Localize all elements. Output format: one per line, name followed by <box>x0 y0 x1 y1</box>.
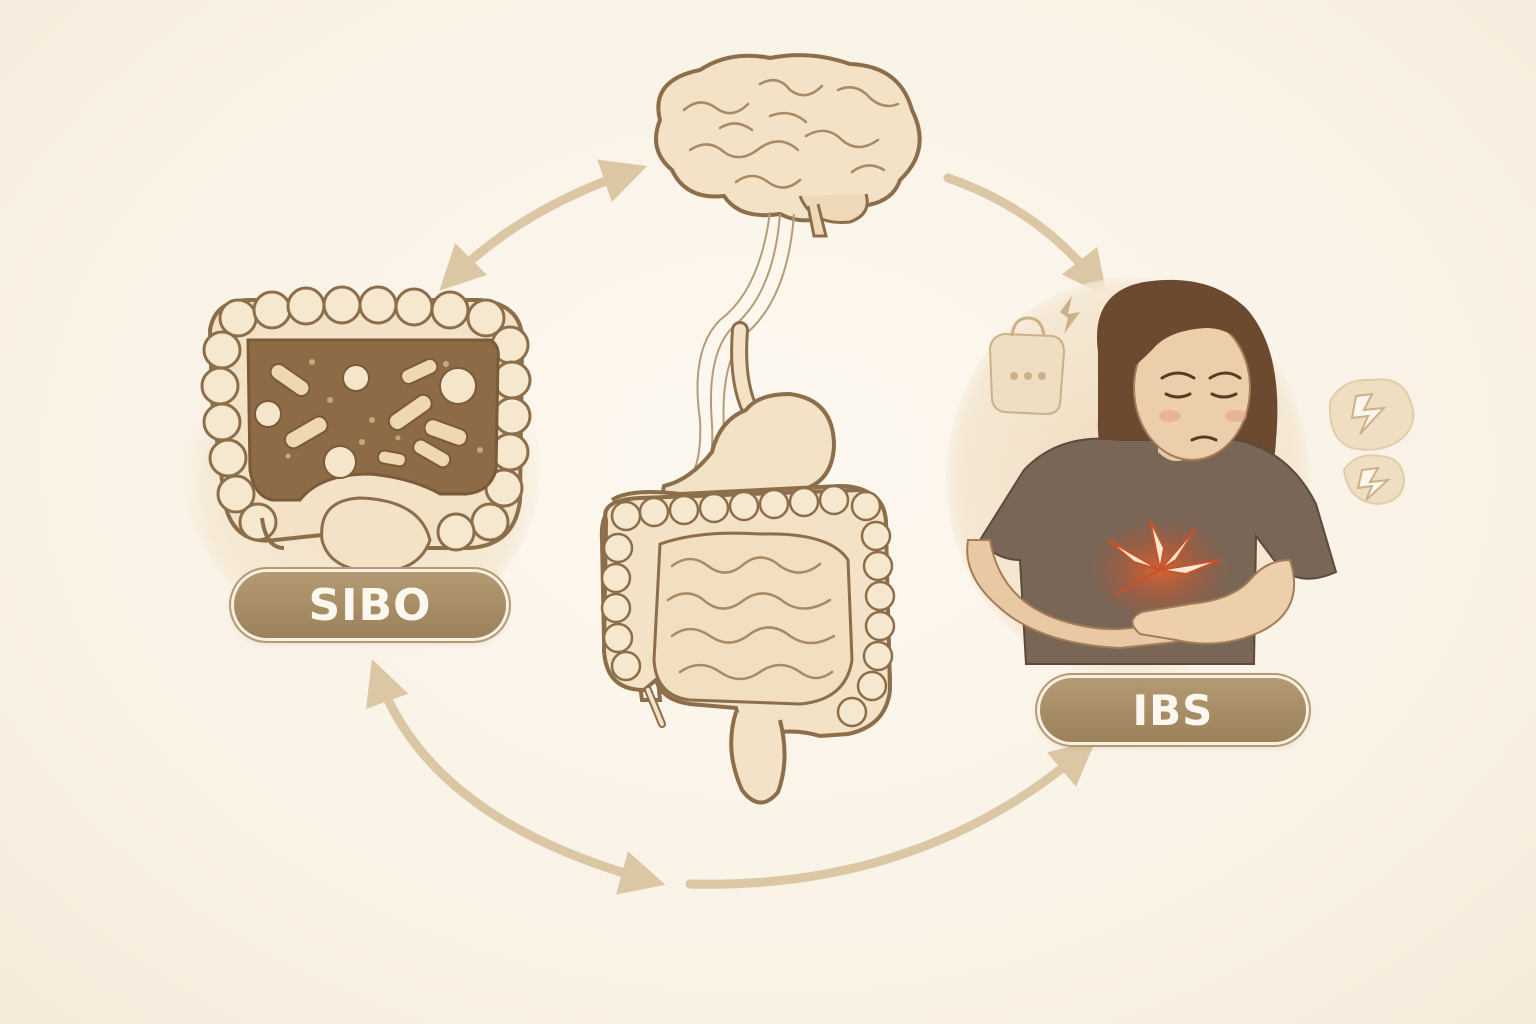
brain-icon <box>654 53 922 238</box>
sibo-label-text: SIBO <box>308 579 432 631</box>
arrow-sibo-bottom-to-cycle <box>373 671 666 895</box>
stress-bag-icon <box>988 316 1066 416</box>
colon-bacteria-icon <box>184 285 540 638</box>
arrow-brain-to-ibs <box>943 173 1108 297</box>
pain-starburst <box>1107 519 1221 595</box>
arrow-sibo-to-brain <box>447 159 648 283</box>
cycle-arrows <box>366 159 1108 895</box>
lightning-icon <box>1060 296 1415 506</box>
digestive-system-icon <box>599 321 896 805</box>
arrow-cycle-to-ibs <box>685 740 1096 889</box>
arrow-cycle-to-sibo <box>366 659 653 885</box>
ibs-label: IBS <box>1040 678 1306 742</box>
sibo-label: SIBO <box>234 572 506 638</box>
arrow-brain-to-sibo <box>439 167 635 291</box>
ibs-label-text: IBS <box>1132 685 1214 735</box>
